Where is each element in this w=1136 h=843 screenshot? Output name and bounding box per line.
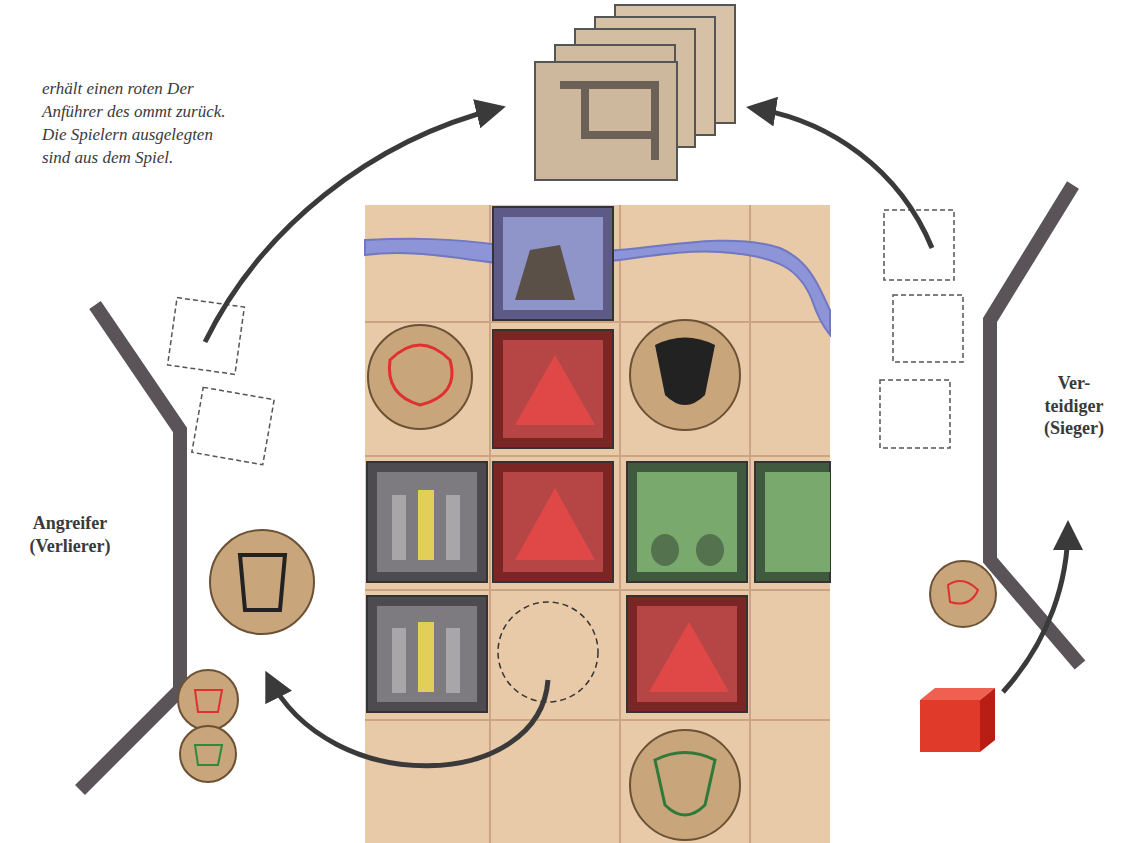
settlement-tile xyxy=(367,462,487,582)
victory-cube xyxy=(920,688,995,752)
leader-token xyxy=(368,325,472,429)
market-tile xyxy=(755,462,830,582)
leader-token xyxy=(180,726,236,782)
flow-arrow xyxy=(205,108,1068,766)
leader-token xyxy=(210,530,314,634)
temple-tile xyxy=(493,462,613,582)
tile-stack xyxy=(535,5,735,180)
board xyxy=(365,205,830,843)
player-label: Angreifer (Verlierer) xyxy=(10,512,130,557)
leader-token xyxy=(630,730,740,840)
player-label: Ver- teidiger (Sieger) xyxy=(1030,372,1118,440)
temple-tile xyxy=(627,596,747,712)
settlement-tile xyxy=(367,596,487,712)
board-grid xyxy=(365,205,830,843)
farm-tile xyxy=(493,207,613,320)
note-text: erhält einen roten Der Anführer des ommt… xyxy=(42,78,232,170)
temple-tile xyxy=(493,330,613,448)
leader-token xyxy=(630,320,740,430)
leader-token xyxy=(178,670,238,730)
market-tile xyxy=(627,462,747,582)
leader-token xyxy=(930,561,996,627)
removed-tile-spots xyxy=(168,210,963,465)
